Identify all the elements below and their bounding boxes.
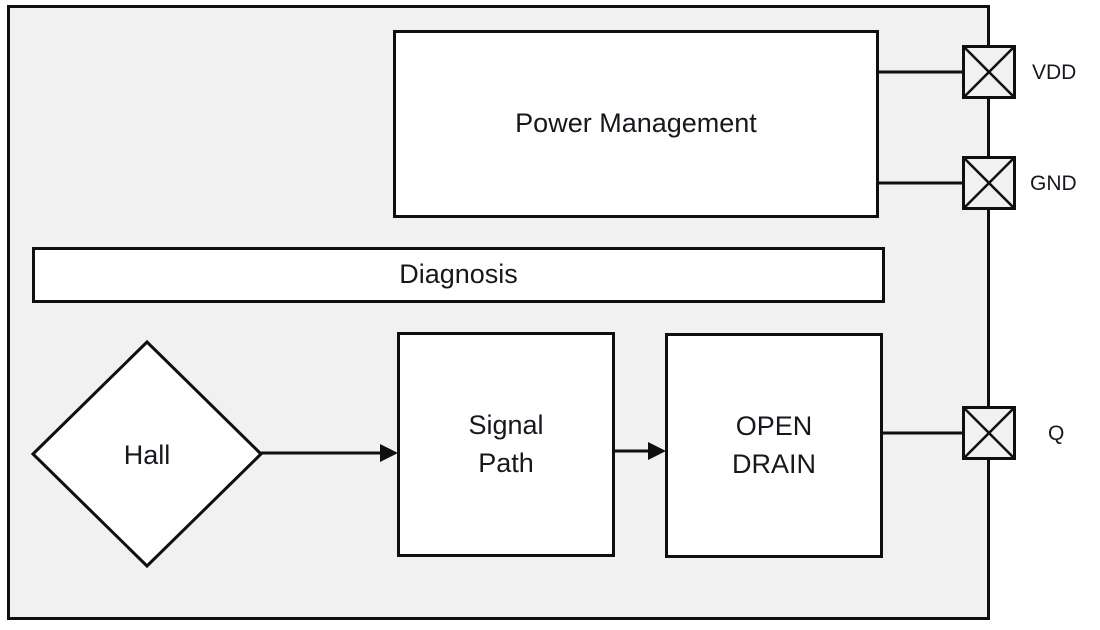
arrow-signal-drain-head — [648, 442, 666, 460]
open-drain-label-line1: OPEN — [735, 410, 813, 441]
gnd-pad-icon — [962, 156, 1016, 210]
open-drain-label: OPEN DRAIN — [732, 408, 816, 484]
signal-path-label-line1: Signal — [468, 409, 544, 440]
open-drain-label-line2: DRAIN — [731, 448, 816, 479]
signal-path-label-line2: Path — [478, 447, 534, 478]
diagnosis-block: Diagnosis — [32, 247, 885, 303]
pin-label-q: Q — [1048, 422, 1065, 445]
hall-label-wrap: Hall — [61, 369, 233, 541]
pin-label-vdd: VDD — [1032, 61, 1077, 84]
arrow-hall-signal-head — [380, 444, 398, 462]
power-management-label: Power Management — [515, 108, 757, 139]
power-management-block: Power Management — [393, 30, 879, 218]
vdd-pad-icon — [962, 45, 1016, 99]
hall-label: Hall — [123, 439, 171, 470]
pin-label-gnd: GND — [1030, 172, 1077, 195]
signal-path-label: Signal Path — [468, 407, 543, 483]
signal-path-block: Signal Path — [397, 332, 615, 557]
q-pad-icon — [962, 406, 1016, 460]
open-drain-block: OPEN DRAIN — [665, 333, 883, 558]
diagnosis-label: Diagnosis — [399, 259, 518, 290]
